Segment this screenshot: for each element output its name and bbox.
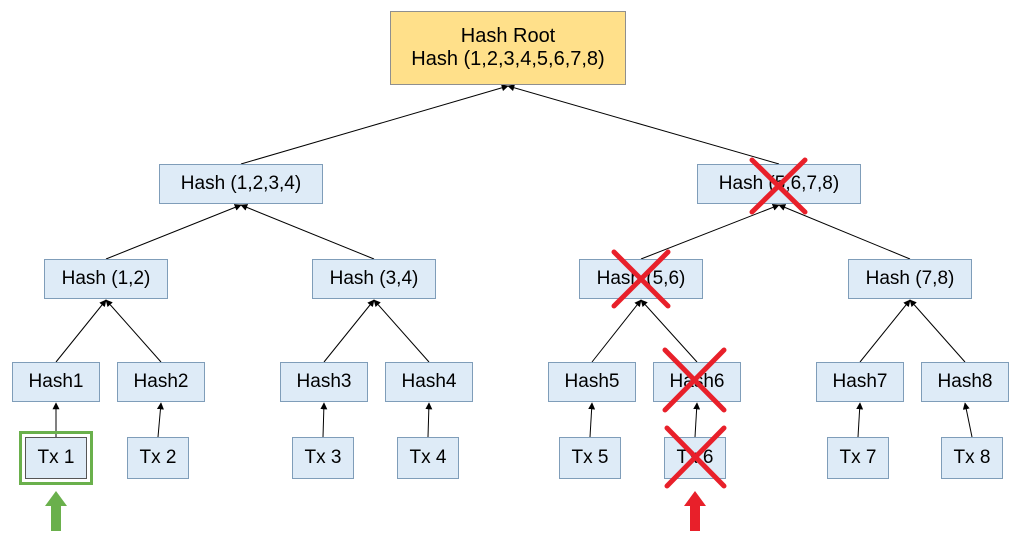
hash5-node: Hash5 [548,362,636,402]
edge-n-h-0-to-n-l2-0 [55,299,107,363]
tx1-node[interactable]: Tx 1 [19,431,93,485]
edge-n-l2-2-to-n-l1-1 [640,204,780,260]
edge-n-l2-0-to-n-l1-0 [105,204,242,260]
edge-n-t-7-to-n-h-7 [962,402,973,438]
hash2-node: Hash2 [117,362,205,402]
invalid-x-hash-56 [611,249,671,309]
hash8-node: Hash8 [921,362,1009,402]
edge-n-l1-0-to-n-root [240,84,509,165]
edge-n-t-3-to-n-h-3 [425,402,433,438]
edge-n-t-4-to-n-h-4 [588,402,596,438]
hash-root-title: Hash Root [460,25,556,47]
edge-n-h-1-to-n-l2-0 [105,299,162,363]
edge-n-t-2-to-n-h-2 [320,402,328,438]
invalid-x-hash-5678 [749,157,808,215]
hash-1234-node: Hash (1,2,3,4) [159,164,323,204]
edge-n-l2-3-to-n-l1-1 [778,204,911,260]
edge-n-t-6-to-n-h-6 [856,402,864,438]
tx7-node[interactable]: Tx 7 [827,437,889,479]
tx8-node[interactable]: Tx 8 [941,437,1003,479]
edge-n-h-4-to-n-l2-2 [591,299,642,363]
tx5-node[interactable]: Tx 5 [559,437,621,479]
hash-root-value: Hash (1,2,3,4,5,6,7,8) [411,48,605,70]
edge-n-l1-1-to-n-root [507,84,780,165]
edge-n-h-7-to-n-l2-3 [909,299,966,363]
hash7-node: Hash7 [816,362,904,402]
tx3-node[interactable]: Tx 3 [292,437,354,479]
hash-root-node: Hash Root Hash (1,2,3,4,5,6,7,8) [390,11,626,85]
invalid-x-tx6 [664,425,727,489]
edge-n-h-5-to-n-l2-2 [640,299,698,363]
edge-n-t-1-to-n-h-1 [156,402,164,438]
edge-n-h-2-to-n-l2-1 [323,299,375,363]
tx4-node[interactable]: Tx 4 [397,437,459,479]
hash-34-node: Hash (3,4) [312,259,436,299]
edge-n-t-5-to-n-h-5 [693,402,701,438]
invalid-x-hash6 [662,347,727,413]
edge-n-h-3-to-n-l2-1 [373,299,430,363]
red-up-arrow-icon [684,491,706,531]
edge-n-l2-1-to-n-l1-0 [240,204,375,260]
edge-n-h-6-to-n-l2-3 [859,299,911,363]
green-up-arrow-icon [45,491,67,531]
hash-12-node: Hash (1,2) [44,259,168,299]
hash-78-node: Hash (7,8) [848,259,972,299]
hash3-node: Hash3 [280,362,368,402]
tx2-node[interactable]: Tx 2 [127,437,189,479]
hash1-node: Hash1 [12,362,100,402]
hash4-node: Hash4 [385,362,473,402]
